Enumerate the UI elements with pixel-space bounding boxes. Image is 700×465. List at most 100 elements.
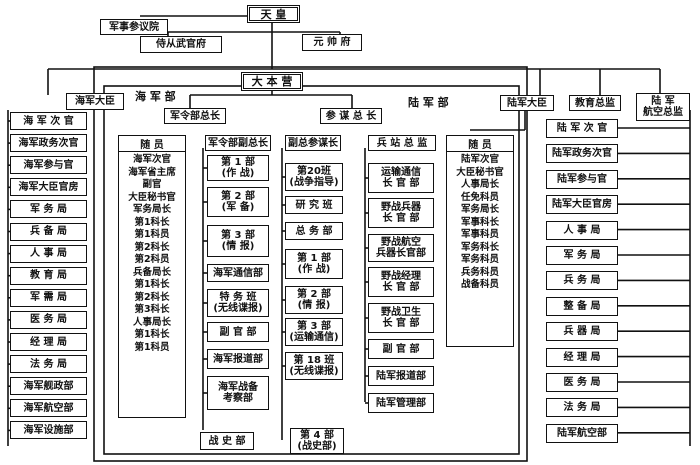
staff-item: 第1科员: [134, 229, 170, 240]
navy-gs-unit: 海军通信部: [207, 264, 269, 282]
staff-item: 人事局长: [460, 179, 499, 190]
staff-item: 兵备局长: [132, 266, 171, 278]
staff-item: 海军省主席: [128, 166, 176, 178]
army-gs-unit: 研 究 班: [285, 196, 343, 214]
navy-ministry-item: 海军航空部: [10, 399, 87, 418]
navy-ministry-item: 军 务 局: [10, 200, 87, 219]
logistics-head-box: 兵 站 总 监: [368, 135, 436, 151]
navy-ministry-item: 海 军 次 官: [10, 112, 87, 130]
navy-ministry-item: 海军设施部: [10, 421, 87, 440]
emperor-box: 天 皇: [247, 5, 300, 23]
army-gs-unit: 总 务 部: [285, 222, 343, 240]
staff-item: 军务局长: [460, 204, 499, 215]
staff-item: 第3科长: [134, 304, 170, 315]
army-gs-unit: 第 2 部 (情 报): [285, 286, 343, 314]
staff-item: 第1科员: [134, 341, 170, 353]
army-ministry-item: 陆 军 次 官: [546, 119, 618, 138]
navy-ministry-item: 兵 备 局: [10, 222, 87, 241]
imperial-hq-box: 大 本 营: [241, 72, 303, 91]
army-staff-title: 随 员: [447, 136, 513, 152]
staff-item: 第2科长: [134, 241, 170, 253]
navy-staff-items: 海军次官海军省主席副官大臣秘书官军务局长第1科长第1科员第2科长第2科员兵备局长…: [119, 152, 185, 354]
navy-ministry-item: 海军政务次官: [10, 134, 87, 153]
staff-item: 陆军次官: [460, 154, 499, 165]
navy-gs-unit: 第 2 部 (军 备): [207, 187, 269, 217]
army-staff-column: 随 员 陆军次官大臣秘书官人事局长任免科员军务局长军事科长军事科员军务科长军务科…: [446, 135, 514, 347]
army-ministry-item: 兵 务 局: [546, 271, 618, 291]
navy-minister-box: 海军大臣: [66, 93, 124, 110]
navy-gs-unit: 第 1 部 (作 战): [207, 155, 269, 181]
navy-ministry-item: 法 务 局: [10, 355, 87, 374]
staff-item: 第2科长: [134, 291, 170, 303]
marshal-office-box: 元 帅 府: [302, 34, 362, 51]
logistics-unit: 野战卫生 长 官 部: [368, 303, 434, 333]
navy-ministry-item: 海军参与官: [10, 156, 87, 175]
army-gs-unit: 第 1 部 (作 战): [285, 249, 343, 279]
navy-gs-unit: 第 3 部 (情 报): [207, 225, 269, 257]
army-section-label: 陆 军 部: [408, 96, 449, 109]
navy-ministry-item: 海军舰政部: [10, 377, 87, 396]
staff-item: 第1科长: [134, 329, 170, 340]
navy-staff-title: 随 员: [119, 136, 185, 152]
logistics-unit: 陆军管理部: [368, 393, 434, 413]
staff-item: 军务科员: [460, 254, 499, 265]
staff-item: 军事科员: [460, 229, 499, 240]
staff-item: 大臣秘书官: [128, 191, 176, 203]
supreme-war-council-box: 军事参议院: [100, 19, 168, 35]
navy-gs-chief-box: 军令部总长: [164, 108, 226, 124]
staff-item: 副官: [142, 179, 162, 190]
navy-ministry-item: 人 事 局: [10, 244, 87, 263]
staff-item: 第1科长: [134, 279, 170, 290]
army-ministry-item: 陆军大臣官房: [546, 195, 618, 215]
navy-gs-deputy-box: 军令部副总长: [205, 135, 271, 151]
navy-section-label: 海 军 部: [135, 90, 176, 103]
logistics-unit: 运输通信 长 官 部: [368, 163, 434, 193]
staff-item: 任免科员: [460, 191, 499, 203]
staff-item: 海军次官: [132, 154, 171, 165]
logistics-unit: 野战兵器 长 官 部: [368, 198, 434, 228]
navy-ministry-item: 军 需 局: [10, 288, 87, 307]
navy-war-history-box: 战 史 部: [200, 432, 254, 450]
army-ministry-item: 军 务 局: [546, 246, 618, 265]
army-ministry-item: 整 备 局: [546, 296, 618, 316]
army-ministry-item: 陆军参与官: [546, 169, 618, 189]
education-inspector-box: 教育总监: [569, 95, 621, 111]
staff-item: 兵务科员: [460, 266, 499, 278]
staff-item: 大臣秘书官: [456, 166, 504, 178]
army-gs-chief-box: 参 谋 总 长: [320, 108, 382, 124]
army-air-inspector-box: 陆 军 航空总监: [636, 93, 690, 121]
army-gs-unit: 第 18 班 (无线谍报): [285, 352, 343, 380]
navy-ministry-item: 教 育 局: [10, 266, 87, 285]
army-ministry-item: 医 务 局: [546, 373, 618, 392]
navy-gs-unit: 海军战备 考察部: [207, 376, 269, 410]
logistics-unit: 副 官 部: [368, 339, 434, 359]
navy-gs-unit: 特 务 班 (无线谍报): [207, 289, 269, 317]
army-gs-unit: 第 3 部 (运输通信): [285, 318, 343, 346]
navy-ministry-item: 海军大臣官房: [10, 178, 87, 197]
navy-gs-unit: 海军报道部: [207, 349, 269, 369]
staff-item: 人事局长: [132, 316, 171, 328]
staff-item: 军事科长: [460, 216, 499, 228]
aide-office-box: 侍从武官府: [140, 36, 222, 53]
navy-staff-column: 随 员 海军次官海军省主席副官大臣秘书官军务局长第1科长第1科员第2科长第2科员…: [118, 135, 186, 418]
staff-item: 第2科员: [134, 254, 170, 265]
army-staff-items: 陆军次官大臣秘书官人事局长任免科员军务局长军事科长军事科员军务科长军务科员兵务科…: [447, 152, 513, 292]
navy-ministry-item: 医 务 局: [10, 310, 87, 329]
army-ministry-item: 陆军航空部: [546, 423, 618, 443]
army-ministry-item: 经 理 局: [546, 347, 618, 367]
army-ministry-item: 人 事 局: [546, 220, 618, 240]
army-ministry-item: 兵 器 局: [546, 322, 618, 342]
logistics-unit: 陆军报道部: [368, 366, 434, 386]
staff-item: 战备科员: [460, 279, 499, 290]
army-ministry-item: 法 务 局: [546, 398, 618, 418]
army-ministry-item: 陆军政务次官: [546, 144, 618, 164]
logistics-unit: 野战经理 长 官 部: [368, 267, 434, 297]
army-gs-deputy-box: 副总参谋长: [285, 135, 341, 151]
logistics-unit: 野战航空 兵器长官部: [368, 234, 434, 262]
army-minister-box: 陆军大臣: [500, 95, 554, 111]
army-gs-unit: 第20班 (战争指导): [285, 163, 343, 191]
navy-gs-unit: 副 官 部: [207, 322, 269, 342]
staff-item: 第1科长: [134, 216, 170, 228]
